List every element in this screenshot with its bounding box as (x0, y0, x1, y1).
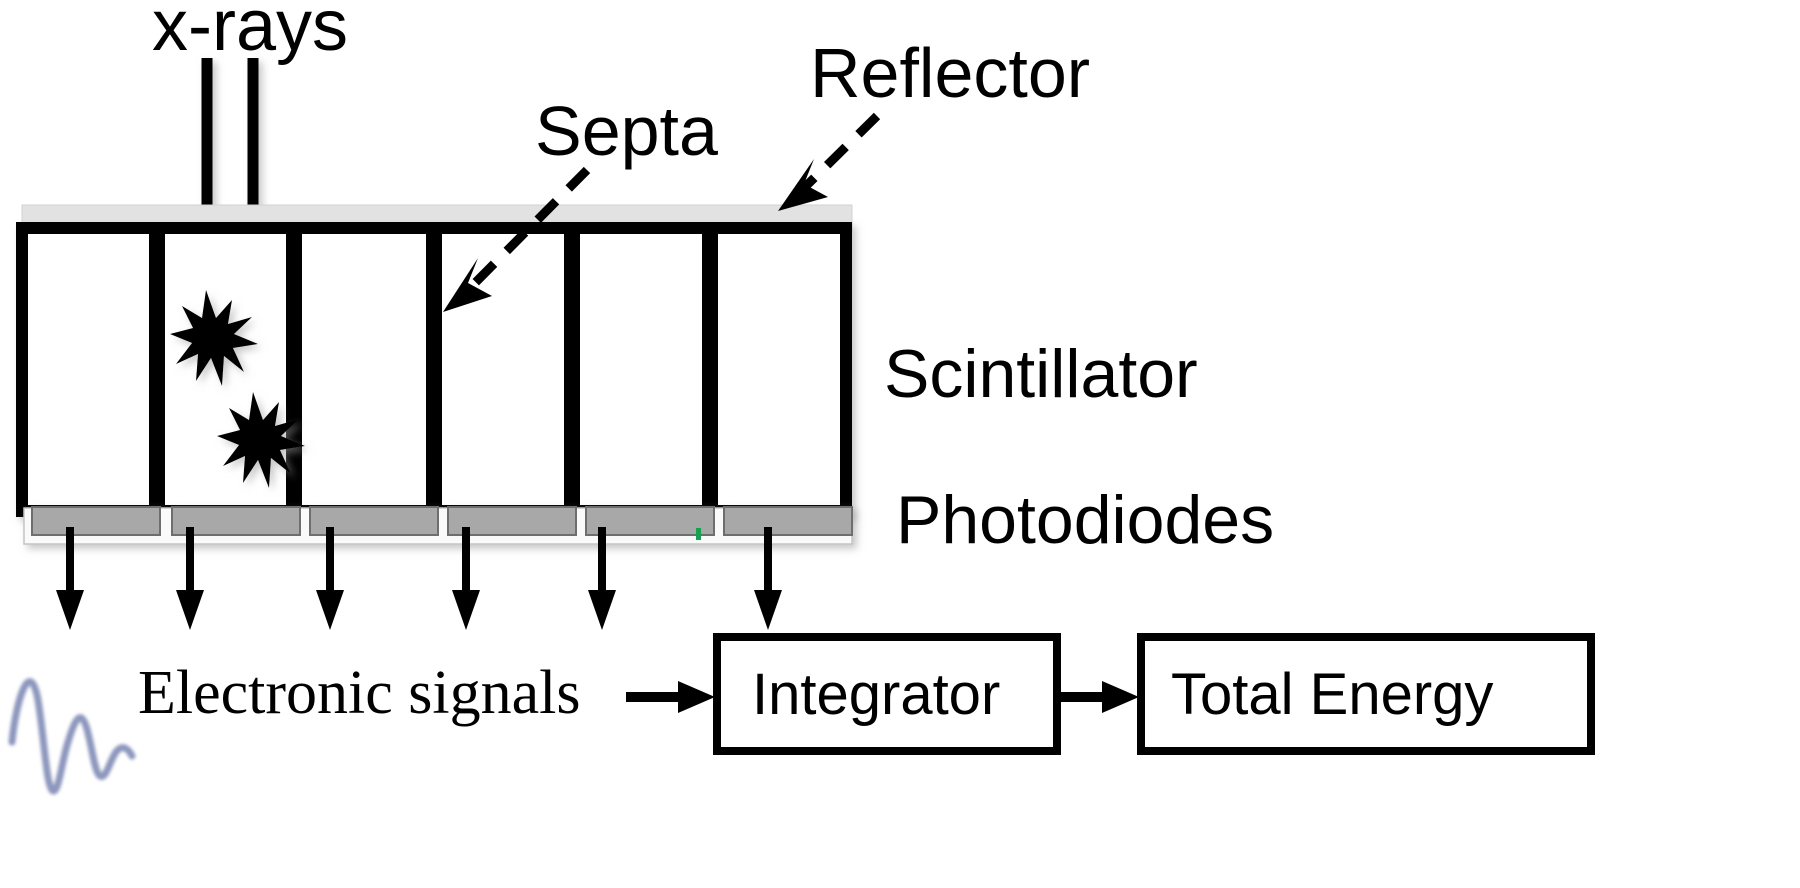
reflector-label: Reflector (810, 34, 1091, 112)
signal-arrows (56, 527, 782, 630)
electronic-signals-label: Electronic signals (138, 659, 581, 727)
septum-1 (149, 228, 165, 511)
septum-4 (564, 228, 580, 511)
scintillation-burst-icon-2 (217, 392, 305, 488)
septum-5 (702, 228, 718, 511)
photodiode-layer (23, 506, 853, 545)
scintillator-assembly (16, 222, 852, 517)
integrator-to-energy-arrow (1060, 681, 1139, 713)
total-energy-box-label: Total Energy (1171, 662, 1494, 727)
photodiode-5 (585, 506, 715, 536)
signal-arrow-3 (316, 527, 344, 630)
photodiode-1 (31, 506, 161, 536)
integrator-box-label: Integrator (752, 662, 1001, 727)
xrays-label: x-rays (152, 0, 348, 66)
signal-arrow-4 (452, 527, 480, 630)
signal-arrow-6 (754, 527, 782, 630)
integrator-box[interactable] (713, 633, 1061, 755)
total-energy-box[interactable] (1137, 633, 1595, 755)
signal-arrow-2 (176, 527, 204, 630)
septum-3 (426, 228, 442, 511)
signal-arrow-5 (588, 527, 616, 630)
waveform-icon (8, 678, 136, 795)
process-boxes (713, 633, 1595, 755)
signal-arrow-1 (56, 527, 84, 630)
septa-label: Septa (535, 92, 718, 170)
photodiode-6 (723, 506, 853, 536)
scintillator-label: Scintillator (884, 336, 1198, 412)
scintillation-bursts (170, 290, 305, 488)
green-indicator-dot (696, 528, 701, 540)
reflector-pointer (778, 112, 881, 211)
reflector-pointer-arrowhead (778, 159, 828, 211)
septa-pointer-arrowhead (443, 258, 492, 312)
photodiodes-label: Photodiodes (896, 482, 1275, 558)
scintillation-burst-icon-1 (170, 290, 258, 386)
signals-to-integrator-arrow (626, 681, 715, 713)
callout-pointers (443, 112, 881, 312)
flow-arrows (626, 681, 1139, 713)
septa-pointer (443, 166, 591, 312)
